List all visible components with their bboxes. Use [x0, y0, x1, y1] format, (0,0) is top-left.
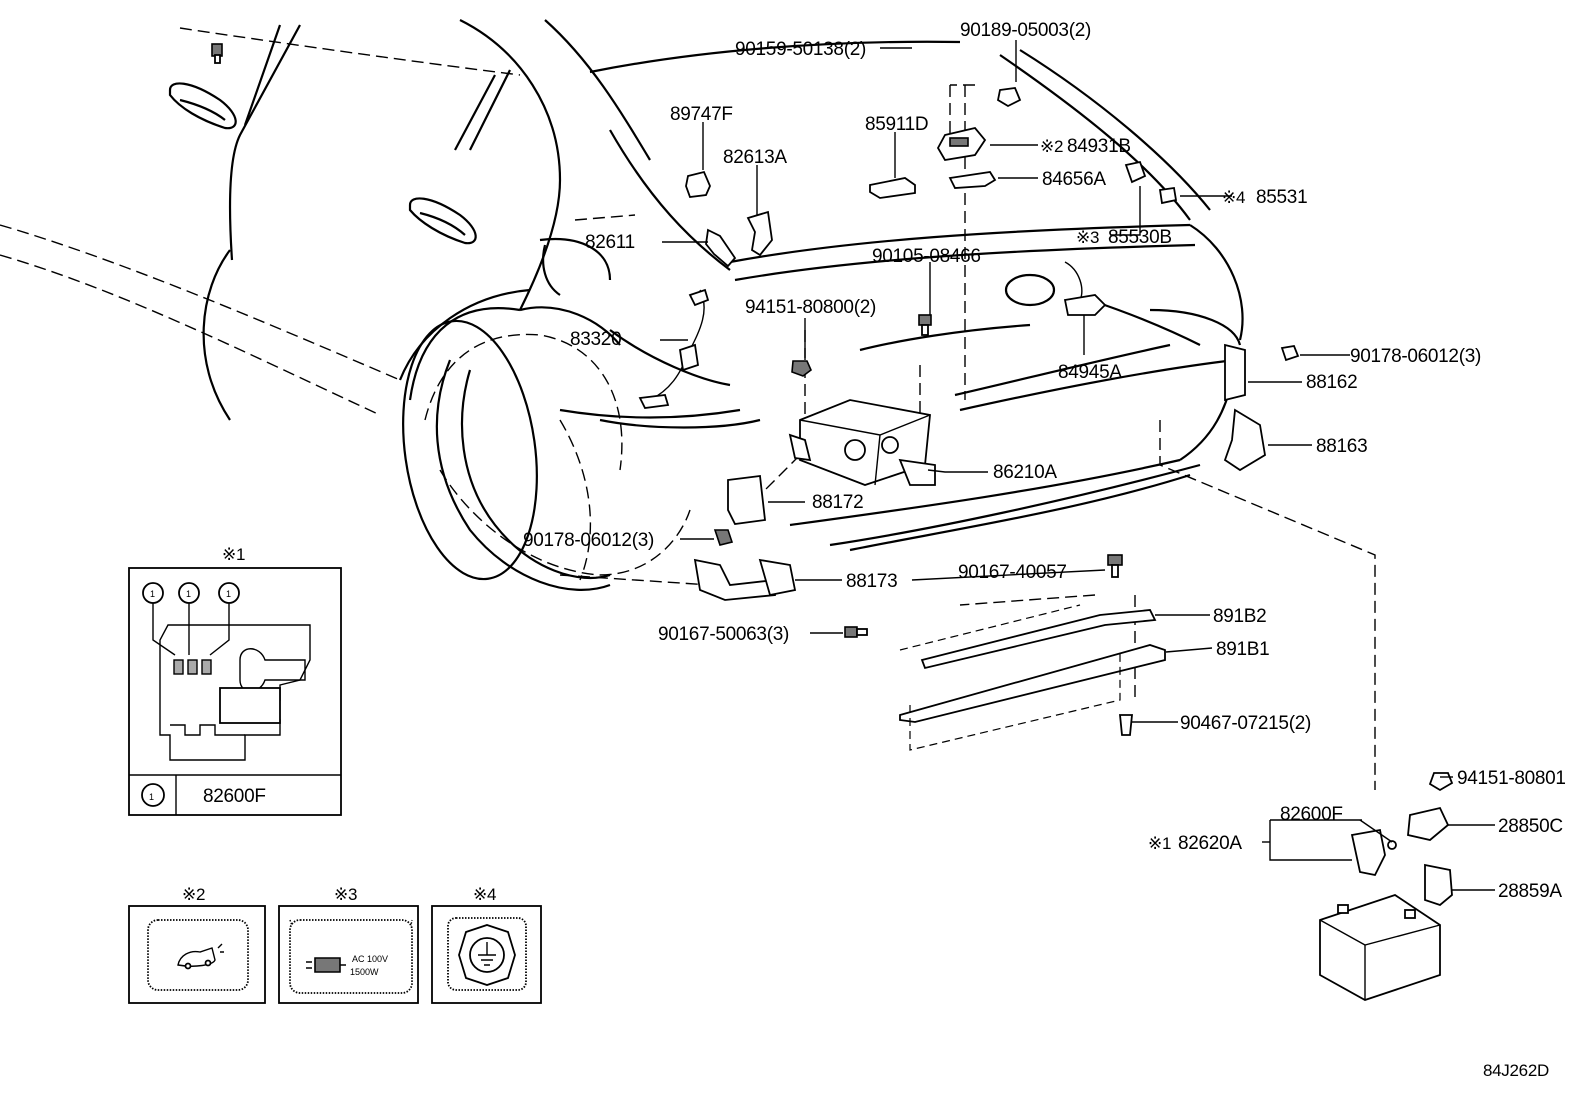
part-shapes — [211, 43, 1454, 1001]
label-85911D: 85911D — [865, 114, 928, 135]
screw-90167-40057-icon — [1107, 554, 1123, 578]
bracket-82611-icon — [705, 228, 737, 268]
label-90178-right: 90178-06012(3) — [1350, 346, 1481, 367]
lock-84931B-icon — [936, 126, 987, 161]
inset-3: ※3 AC 100V 1500W — [278, 885, 419, 1004]
label-85531: 85531 — [1256, 187, 1307, 208]
note-2-ref: ※2 — [1040, 137, 1063, 156]
inverter-86210A-icon — [788, 399, 936, 486]
part-85911D-icon — [869, 177, 916, 199]
battery-icon — [1319, 894, 1441, 1001]
label-88172: 88172 — [812, 492, 863, 513]
label-90178-left: 90178-06012(3) — [523, 530, 654, 551]
sensor-88172-icon — [727, 474, 766, 525]
label-89747F: 89747F — [670, 104, 733, 125]
label-90167-50063: 90167-50063(3) — [658, 624, 789, 645]
part-labels: 90159-50138(2) 90189-05003(2) 89747F 859… — [523, 20, 1566, 1080]
nut-90178-left-icon — [713, 529, 734, 546]
label-891B1: 891B1 — [1216, 639, 1269, 660]
bracket-82613A-icon — [746, 210, 773, 257]
label-90467: 90467-07215(2) — [1180, 713, 1311, 734]
svg-text:1: 1 — [186, 589, 191, 599]
callout-1a: 1 — [142, 582, 164, 604]
inset-4: ※4 — [431, 885, 542, 1004]
svg-text:1: 1 — [226, 589, 231, 599]
label-82613A: 82613A — [723, 147, 787, 168]
label-90189: 90189-05003(2) — [960, 20, 1091, 41]
inset-1-title: ※1 — [222, 545, 245, 564]
leader-lines — [660, 40, 1495, 891]
switch-84945A-icon — [1063, 261, 1107, 316]
label-90159: 90159-50138(2) — [735, 39, 866, 60]
trunk-open-icon — [177, 947, 216, 967]
label-84945A: 84945A — [1058, 362, 1122, 383]
label-88162: 88162 — [1306, 372, 1357, 393]
nut-94151-icon — [791, 360, 812, 377]
socket-85531-icon — [1158, 186, 1178, 205]
label-82611: 82611 — [585, 232, 635, 253]
inset-4-title: ※4 — [473, 885, 496, 904]
connector-85530B-icon — [1124, 160, 1147, 184]
note-4-ref: ※4 — [1222, 188, 1245, 207]
diagram-code: 84J262D — [1483, 1061, 1549, 1080]
note-3-ref: ※3 — [1076, 228, 1099, 247]
callout-1c: 1 — [218, 582, 240, 604]
note-1-ref: ※1 — [1148, 834, 1171, 853]
bolt-90105-icon — [918, 314, 932, 336]
svg-text:1: 1 — [150, 589, 155, 599]
screw-90167-50063-icon — [844, 626, 868, 638]
label-28850C: 28850C — [1498, 816, 1563, 837]
label-90167-40057: 90167-40057 — [958, 562, 1067, 583]
inset-1: ※1 1 1 1 1 82600F — [128, 545, 342, 816]
label-84931B: 84931B — [1067, 136, 1131, 157]
sensor-88162-icon — [1224, 343, 1246, 402]
label-82600F: 82600F — [1280, 804, 1343, 825]
label-891B2: 891B2 — [1213, 606, 1266, 627]
label-86210A: 86210A — [993, 462, 1057, 483]
svg-text:1: 1 — [149, 792, 154, 802]
label-82620A: 82620A — [1178, 833, 1242, 854]
inset-2: ※2 — [128, 885, 266, 1004]
callout-1b: 1 — [178, 582, 200, 604]
harness-83320-icon — [638, 288, 710, 409]
cover-28859A-icon — [1424, 863, 1453, 907]
inset-2-title: ※2 — [182, 885, 205, 904]
label-94151-80801: 94151-80801 — [1457, 768, 1566, 789]
label-88173: 88173 — [846, 571, 897, 592]
outlet-voltage: AC 100V — [352, 954, 388, 964]
label-84656A: 84656A — [1042, 169, 1106, 190]
label-28859A: 28859A — [1498, 881, 1562, 902]
legend-part-82600F: 82600F — [203, 786, 266, 807]
nut-94151-80801-icon — [1428, 772, 1454, 792]
label-85530B: 85530B — [1108, 227, 1172, 248]
bracket-88163-icon — [1223, 408, 1266, 472]
label-90105: 90105-08466 — [872, 246, 981, 267]
rail-891B2-icon — [920, 609, 1157, 670]
bolt-90159-icon — [211, 43, 223, 64]
part-89747F-icon — [685, 170, 711, 198]
nut-90178-right-icon — [1280, 344, 1300, 362]
inset-3-title: ※3 — [334, 885, 357, 904]
legend-callout: 1 — [141, 783, 165, 807]
switch-84656A-icon — [948, 171, 997, 189]
sensor-28850C-icon — [1407, 806, 1450, 841]
label-88163: 88163 — [1316, 436, 1367, 457]
rail-891B1-icon — [899, 644, 1166, 723]
power-outlet-icon — [314, 957, 341, 973]
label-83320: 83320 — [570, 329, 621, 350]
label-94151-80800: 94151-80800(2) — [745, 297, 876, 318]
clip-90467-icon — [1119, 714, 1133, 736]
fuse-82620A-icon — [1350, 828, 1386, 877]
clip-90189-icon — [996, 87, 1022, 108]
outlet-wattage: 1500W — [350, 967, 379, 977]
